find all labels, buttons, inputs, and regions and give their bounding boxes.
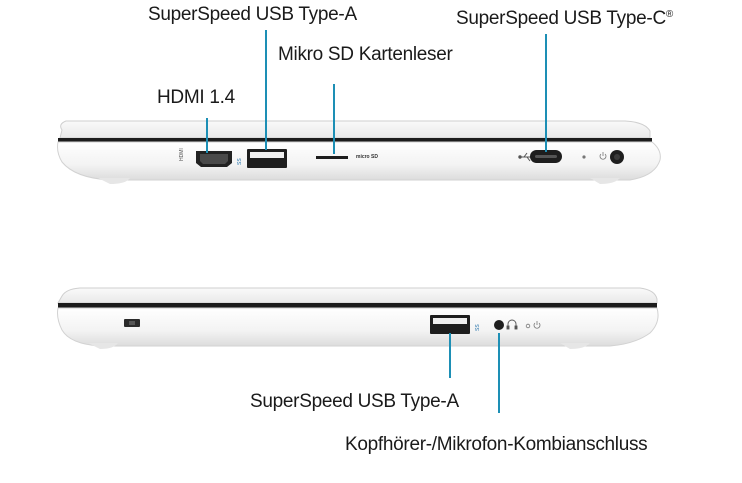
laptop-right-side: SS — [57, 287, 659, 349]
leader-usb-a-bottom — [449, 333, 451, 378]
lid-seam — [58, 303, 657, 308]
label-usb-a-bottom: SuperSpeed USB Type-A — [250, 391, 459, 412]
label-usb-c-text: SuperSpeed USB Type-C — [456, 8, 666, 29]
lock-slot-icon — [124, 319, 140, 327]
label-usb-c-top: SuperSpeed USB Type-C® — [456, 8, 673, 30]
power-icon — [599, 152, 607, 160]
usb-symbol-icon — [518, 152, 531, 162]
usb-ss-marking: SS — [237, 158, 243, 165]
usb-a-port-left: SS — [237, 149, 287, 168]
leader-usb-c-top — [545, 34, 547, 152]
label-hdmi-top: HDMI 1.4 — [157, 87, 235, 108]
label-audio-bottom: Kopfhörer-/Mikrofon-Kombianschluss — [345, 434, 648, 455]
hdmi-port: HDMI — [179, 148, 232, 167]
laptop-left-side: HDMI SS micro SD — [57, 120, 661, 184]
usb-a-port-right: SS — [430, 315, 481, 334]
leader-usb-a-top — [265, 30, 267, 150]
label-sd-top: Mikro SD Kartenleser — [278, 44, 453, 65]
leader-sd-top — [333, 84, 335, 154]
lid-seam — [58, 138, 652, 142]
micro-sd-slot: micro SD — [316, 154, 378, 160]
label-usb-a-top: SuperSpeed USB Type-A — [148, 4, 357, 25]
led-icon — [525, 323, 531, 329]
leader-hdmi-top — [206, 118, 208, 153]
audio-jack — [494, 320, 504, 330]
led-icon — [582, 155, 586, 159]
power-icon — [533, 321, 541, 329]
headset-icon — [506, 319, 518, 330]
leader-audio-bottom — [498, 333, 500, 413]
sd-marking: micro SD — [356, 154, 378, 160]
hdmi-marking: HDMI — [179, 148, 185, 161]
usb-ss-marking: SS — [475, 324, 481, 331]
registered-mark: ® — [665, 9, 673, 20]
usb-c-port — [530, 150, 562, 163]
